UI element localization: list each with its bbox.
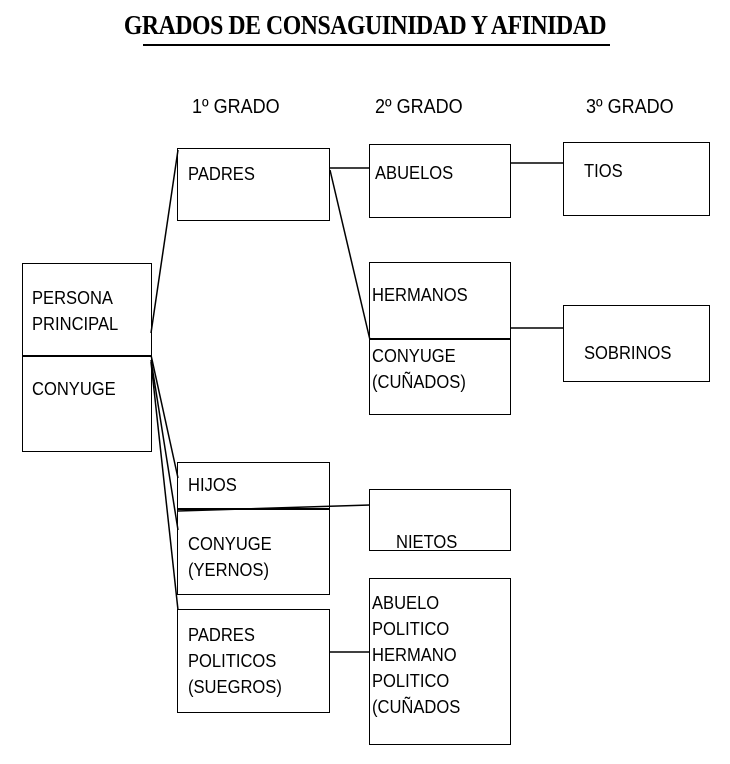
node-conyuge-principal: CONYUGE <box>32 379 116 399</box>
node-persona-principal: PERSONA PRINCIPAL <box>32 288 119 334</box>
node-conyuge-cunados-box <box>369 338 511 415</box>
node-padres: PADRES <box>188 164 255 184</box>
node-abuelo-hermano-politico-box <box>369 578 511 745</box>
node-conyuge-principal-box <box>22 355 152 452</box>
node-tios-box <box>563 142 710 216</box>
node-padres-politicos-box <box>177 609 330 713</box>
node-hermanos-box <box>369 262 511 340</box>
node-conyuge-yernos: CONYUGE (YERNOS) <box>188 534 272 580</box>
diagram-title: GRADOS DE CONSAGUINIDAD Y AFINIDAD <box>123 10 607 40</box>
title-underline <box>143 44 610 46</box>
connector-conyuge-yernos <box>150 359 179 531</box>
node-conyuge-cunados: CONYUGE (CUÑADOS) <box>372 346 466 392</box>
connector-conyuge-suegros <box>150 361 179 611</box>
node-conyuge-yernos-box <box>177 508 330 595</box>
node-nietos-box <box>369 489 511 551</box>
node-hermanos: HERMANOS <box>372 285 468 305</box>
node-padres-box <box>177 148 330 221</box>
node-tios: TIOS <box>584 161 623 181</box>
column-header-grado-3: 3º GRADO <box>586 96 674 118</box>
connector-persona-padres <box>150 149 179 334</box>
connector-padres-hermanos <box>329 169 371 341</box>
node-persona-principal-box <box>22 263 152 357</box>
node-abuelos-box <box>369 144 511 218</box>
node-nietos: NIETOS <box>396 532 458 552</box>
node-hijos: HIJOS <box>188 475 237 495</box>
node-sobrinos: SOBRINOS <box>584 343 672 363</box>
node-abuelos: ABUELOS <box>375 163 454 183</box>
node-padres-politicos: PADRES POLITICOS (SUEGROS) <box>188 625 282 697</box>
node-hijos-box <box>177 462 330 510</box>
column-header-grado-1: 1º GRADO <box>192 96 280 118</box>
column-header-grado-2: 2º GRADO <box>375 96 463 118</box>
connector-conyuge-hijos <box>150 354 179 479</box>
node-sobrinos-box <box>563 305 710 382</box>
node-abuelo-hermano-politico: ABUELO POLITICO HERMANO POLITICO (CUÑADO… <box>372 593 461 717</box>
